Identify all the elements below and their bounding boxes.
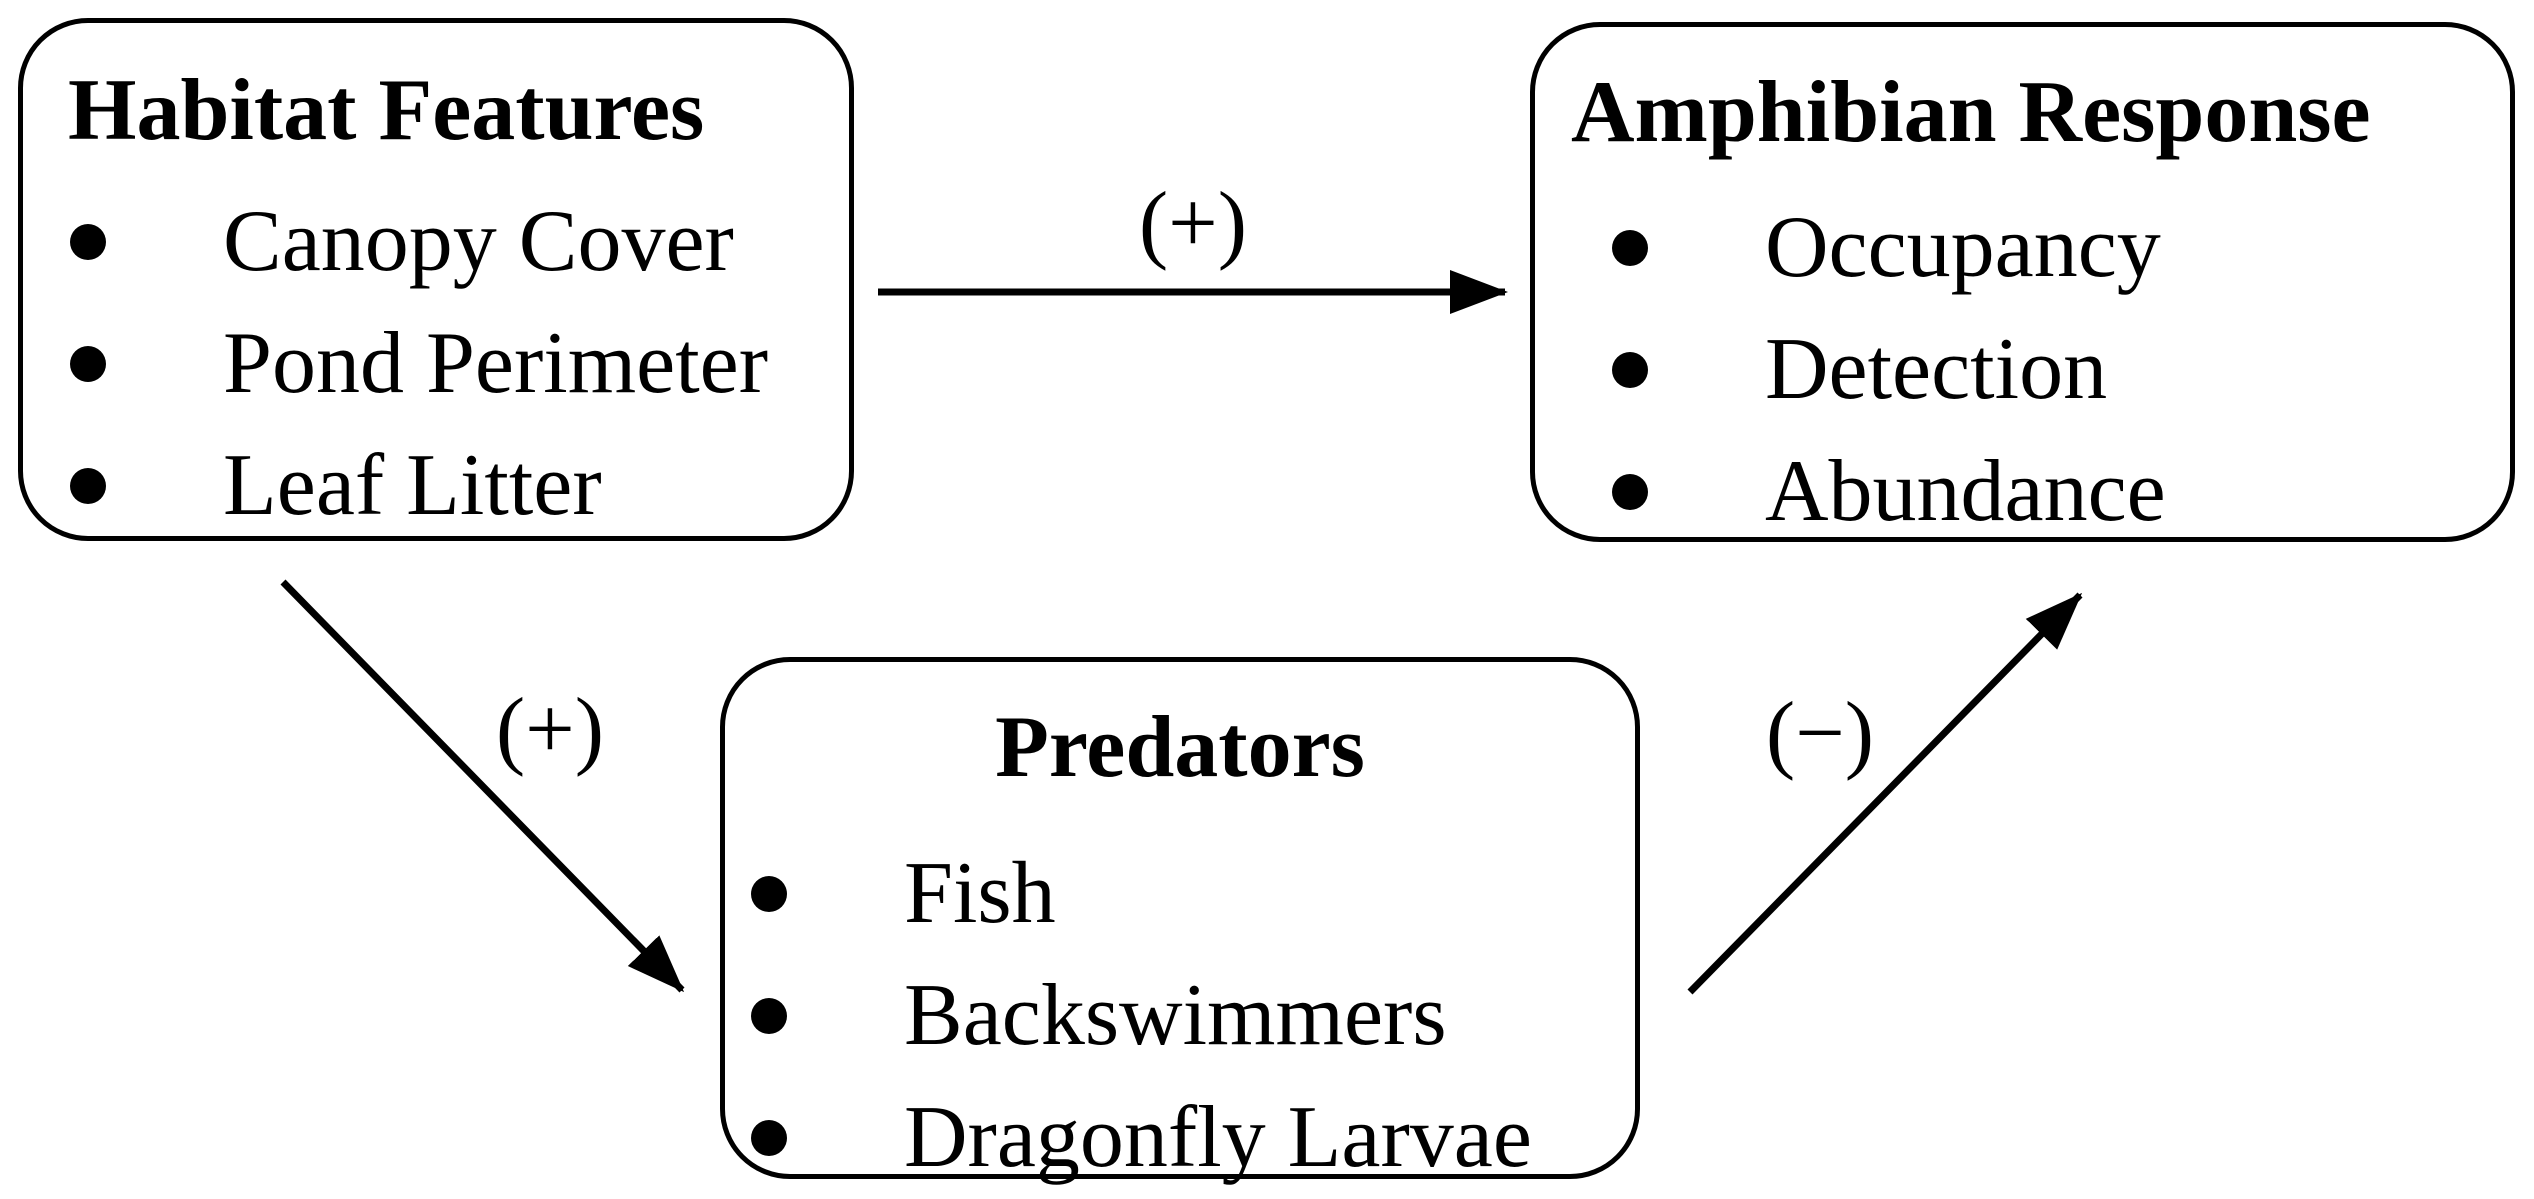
node-title-habitat-features: Habitat Features <box>68 62 705 159</box>
bullet-icon <box>70 224 106 260</box>
list-item-text: Canopy Cover <box>223 193 734 290</box>
list-item-text: Pond Perimeter <box>223 315 769 412</box>
bullet-icon <box>70 346 106 382</box>
bullet-icon <box>1612 474 1648 510</box>
edge-label-habitat-to-predators: (+) <box>496 681 604 778</box>
edge-predators-to-response <box>1687 592 2083 995</box>
node-predators: Predators Fish Backswimmers Dragonfly La… <box>720 657 1640 1186</box>
node-habitat-features: Habitat Features Canopy Cover Pond Perim… <box>18 18 854 541</box>
bullet-icon <box>1612 230 1648 266</box>
list-item-text: Abundance <box>1765 443 2166 540</box>
edge-label-habitat-to-response: (+) <box>1139 175 1247 272</box>
list-item-text: Detection <box>1765 321 2108 418</box>
bullet-icon <box>1612 352 1648 388</box>
list-item-text: Occupancy <box>1765 199 2161 296</box>
node-title-amphibian-response: Amphibian Response <box>1571 64 2371 161</box>
edge-label-predators-to-response: (−) <box>1766 685 1874 782</box>
node-title-predators: Predators <box>995 699 1365 796</box>
edge-habitat-to-predators <box>280 579 685 993</box>
list-item-text: Backswimmers <box>904 967 1447 1064</box>
list-item-text: Fish <box>904 845 1056 942</box>
bullet-icon <box>751 1120 787 1156</box>
bullet-icon <box>751 998 787 1034</box>
bullet-icon <box>751 876 787 912</box>
list-item-text: Leaf Litter <box>223 437 602 534</box>
node-amphibian-response: Amphibian Response Occupancy Detection A… <box>1530 22 2515 542</box>
list-item-text: Dragonfly Larvae <box>904 1089 1532 1186</box>
bullet-icon <box>70 468 106 504</box>
